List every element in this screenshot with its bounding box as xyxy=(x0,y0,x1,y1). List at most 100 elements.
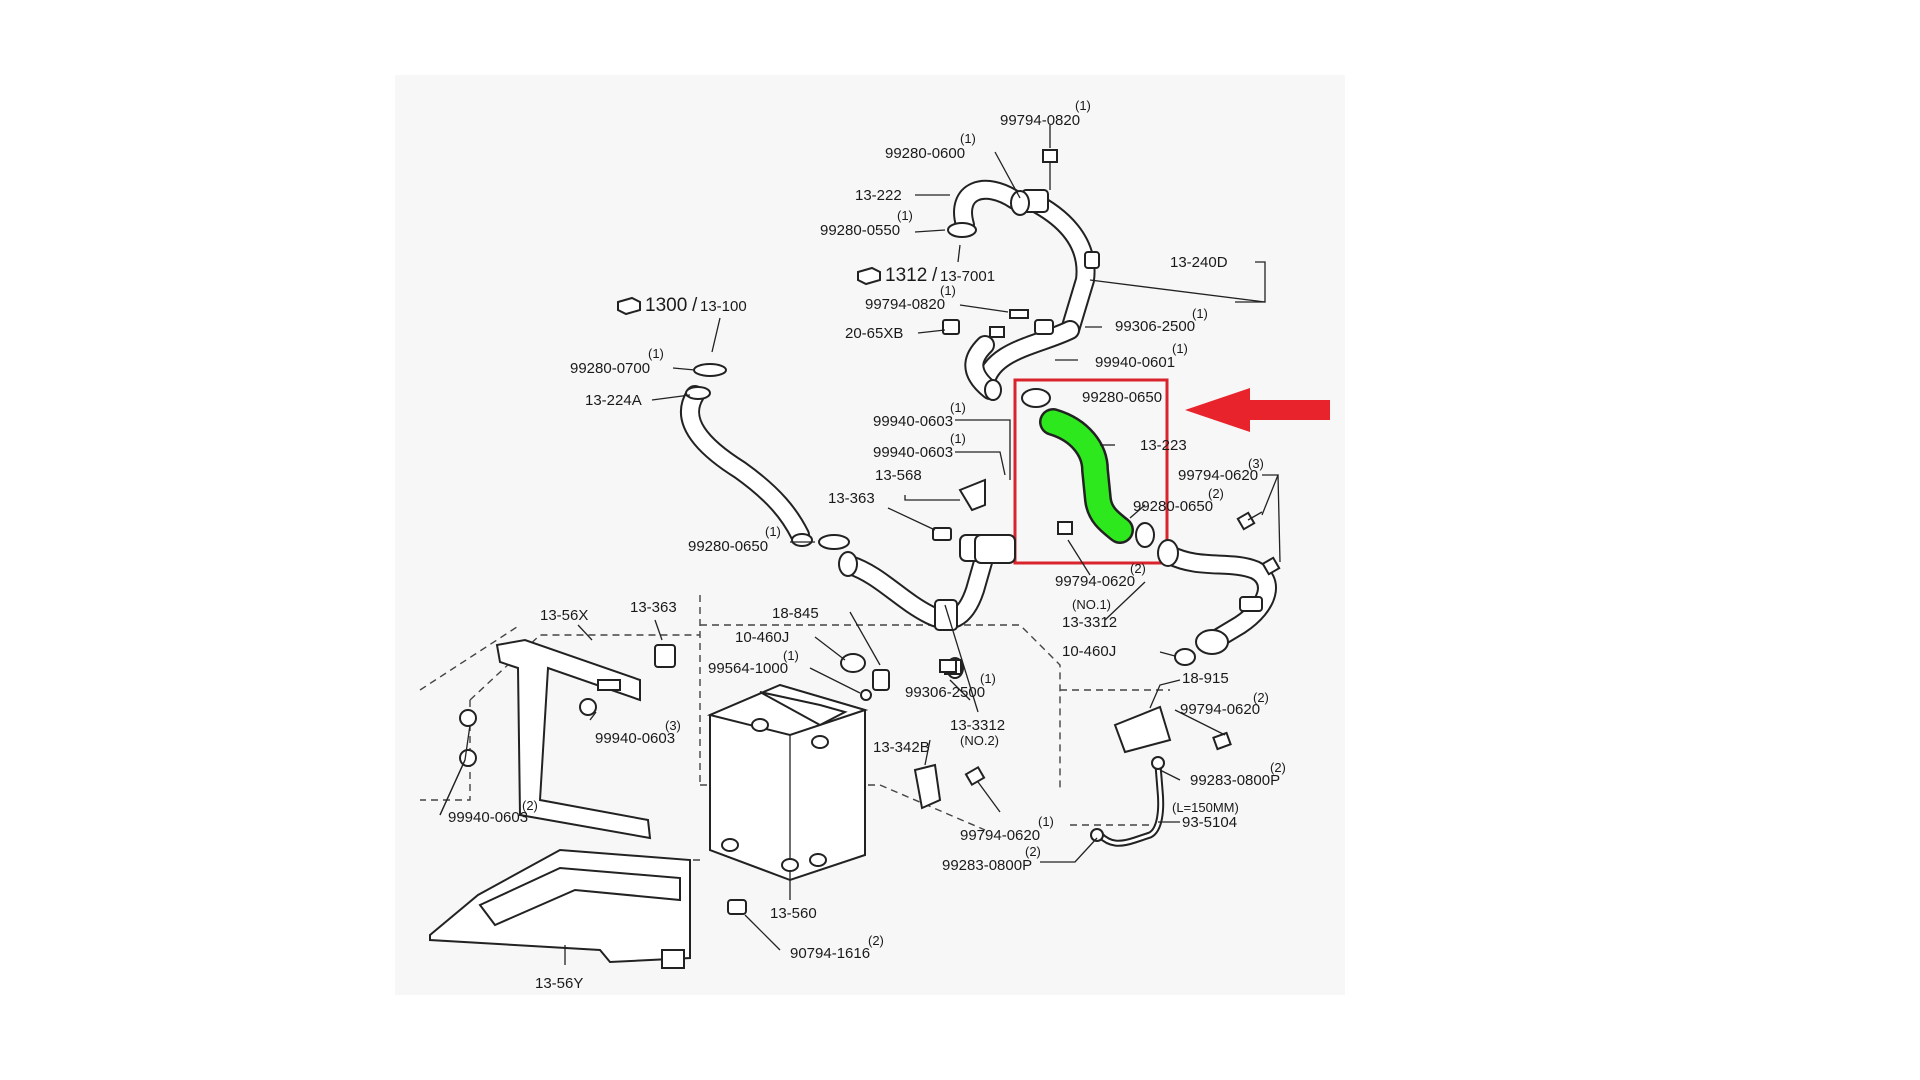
bolt-99794-0620-rr-icon xyxy=(1212,731,1232,751)
ref-1300: 1300 / 13-100 xyxy=(617,295,747,353)
part-number: 13-240D xyxy=(1170,254,1228,271)
part-number: 13-3312 xyxy=(1062,614,1117,631)
ref-code: 13-7001 xyxy=(940,268,995,285)
qty: (1) xyxy=(1075,98,1091,113)
intercooler-13-560 xyxy=(706,683,869,882)
ref-code: 13-100 xyxy=(700,298,747,315)
part-number: 13-56Y xyxy=(535,975,583,992)
bypass-hose xyxy=(964,335,1002,401)
bolts-99794-0620-right-icon xyxy=(1236,511,1281,576)
hose-93-5104 xyxy=(1090,756,1165,847)
thermostat-pipe-13-240D xyxy=(975,189,1100,395)
part-number: 99794-0620 xyxy=(1178,467,1258,484)
bracket-13-568-icon xyxy=(958,478,986,512)
clamp-99306-2500-b-icon xyxy=(939,659,957,673)
qty: (1) xyxy=(1172,341,1188,356)
part-number: 99794-0620 xyxy=(1180,701,1260,718)
qty: (2) xyxy=(1130,561,1146,576)
o-ring-10-460J-right-icon xyxy=(1174,648,1196,666)
hose-13-224A xyxy=(680,385,813,547)
ref-page: 1312 xyxy=(885,265,927,286)
part-number: 13-3312 xyxy=(950,717,1005,734)
nut-99940-0603-d1-icon xyxy=(459,709,477,727)
part-number: 13-224A xyxy=(585,392,642,409)
ref-page: 1300 xyxy=(645,295,687,316)
part-number: 99283-0800P xyxy=(1190,772,1280,789)
part-number: 99940-0601 xyxy=(1095,354,1175,371)
hose-13-222 xyxy=(947,179,1030,238)
qty: (1) xyxy=(648,346,664,361)
book-ref-icon xyxy=(617,296,641,316)
part-number: 18-845 xyxy=(772,605,819,622)
bracket-13-56X xyxy=(495,638,652,840)
part-number: 13-568 xyxy=(875,467,922,484)
screw-90794-1616-icon xyxy=(727,899,747,915)
part-number: 10-460J xyxy=(735,629,789,646)
part-number: 13-560 xyxy=(770,905,817,922)
ref-sep: / xyxy=(692,295,698,316)
part-number: 18-915 xyxy=(1182,670,1229,687)
part-number: 99940-0603 xyxy=(448,809,528,826)
bolt-top-icon xyxy=(1042,149,1058,190)
bolt-99794-0620-center-icon xyxy=(1057,521,1073,535)
clamp-99280-0650-left-icon xyxy=(818,534,850,550)
part-number: 99280-0650 xyxy=(1133,498,1213,515)
qty: (1) xyxy=(980,671,996,686)
book-ref-icon xyxy=(857,266,881,286)
sensor-13-363-a-icon xyxy=(932,527,952,541)
no-2: (NO.2) xyxy=(960,733,999,748)
sensor-13-363-b-icon xyxy=(654,644,676,668)
part-number: 99280-0550 xyxy=(820,222,900,239)
sensor-18-845-icon xyxy=(872,669,890,691)
part-number: 13-363 xyxy=(630,599,677,616)
part-number: 13-342B xyxy=(873,739,930,756)
part-number: 13-363 xyxy=(828,490,875,507)
part-number: 13-56X xyxy=(540,607,588,624)
qty: (1) xyxy=(783,648,799,663)
qty: (2) xyxy=(1025,844,1041,859)
part-number: 99306-2500 xyxy=(1115,318,1195,335)
part-number: 99794-0620 xyxy=(1055,573,1135,590)
part-number: 99280-0650 xyxy=(1082,389,1162,406)
scan-background xyxy=(395,75,1345,995)
clamp-99280-0700-icon xyxy=(693,363,727,377)
length-note: (L=150MM) xyxy=(1172,800,1239,815)
leader-lines xyxy=(439,125,1281,965)
part-number: 20-65XB xyxy=(845,325,903,342)
plug-99564-1000-icon xyxy=(860,689,872,701)
nut-99940-0603-d2-icon xyxy=(459,749,477,767)
no-1: (NO.1) xyxy=(1072,597,1111,612)
part-number: 13-223 xyxy=(1140,437,1187,454)
part-number: 99280-0700 xyxy=(570,360,650,377)
qty: (2) xyxy=(1253,690,1269,705)
qty: (3) xyxy=(665,718,681,733)
part-number: 10-460J xyxy=(1062,643,1116,660)
part-number: 90794-1616 xyxy=(790,945,870,962)
sensor-20-65XB-icon xyxy=(942,309,1029,338)
qty: (3) xyxy=(1248,456,1264,471)
qty: (1) xyxy=(1192,306,1208,321)
bracket-13-342B-icon xyxy=(913,763,942,810)
o-ring-10-460J-left-icon xyxy=(840,653,866,673)
ref-1312: 1312 / 13-7001 xyxy=(857,244,995,286)
part-number: 99283-0800P xyxy=(942,857,1032,874)
part-number: 93-5104 xyxy=(1182,814,1237,831)
part-number: 13-222 xyxy=(855,187,902,204)
part-number: 99794-0620 xyxy=(960,827,1040,844)
part-number: 99940-0603 xyxy=(873,444,953,461)
part-number: 99940-0603 xyxy=(873,413,953,430)
qty: (2) xyxy=(868,933,884,948)
highlight-box xyxy=(1013,378,1169,565)
ref-sep: / xyxy=(932,265,938,286)
part-number: 99564-1000 xyxy=(708,660,788,677)
qty: (1) xyxy=(950,400,966,415)
part-number: 99306-2500 xyxy=(905,684,985,701)
water-pipe-13-3312-no1 xyxy=(1157,539,1277,655)
bracket-18-915-icon xyxy=(1113,705,1172,754)
part-number: 99794-0820 xyxy=(865,296,945,313)
part-number: 99280-0650 xyxy=(688,538,768,555)
qty: (2) xyxy=(1208,486,1224,501)
nut-99940-0603-c-icon xyxy=(579,698,597,716)
part-number: 99794-0820 xyxy=(1000,112,1080,129)
